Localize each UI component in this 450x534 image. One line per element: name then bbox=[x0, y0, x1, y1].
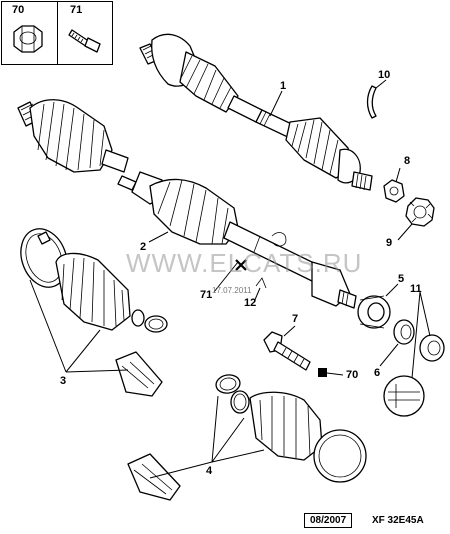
bolt bbox=[263, 331, 311, 371]
drive-shaft-upper bbox=[139, 33, 373, 191]
inset-label-70: 70 bbox=[12, 4, 25, 16]
seal bbox=[419, 334, 445, 362]
callout-9: 9 bbox=[386, 237, 392, 249]
hex-nut-icon bbox=[13, 25, 43, 53]
callout-7: 7 bbox=[292, 313, 298, 325]
leader-lines bbox=[29, 79, 431, 479]
inset-divider bbox=[57, 2, 59, 64]
callout-71: 71 bbox=[200, 289, 212, 301]
ring bbox=[393, 319, 415, 345]
nut-marker bbox=[318, 368, 327, 377]
seal-detail-circle bbox=[383, 375, 425, 417]
boot-kit-bottom bbox=[127, 374, 367, 501]
watermark: WWW.ELCATS.RU bbox=[126, 248, 363, 278]
drive-shaft-lower bbox=[17, 99, 357, 309]
callout-1: 1 bbox=[280, 80, 286, 92]
castle-nut bbox=[405, 197, 435, 227]
date-stamp: 17.07.2011 bbox=[212, 286, 252, 295]
inset-panel: 70 71 bbox=[1, 1, 113, 65]
bearing bbox=[357, 295, 391, 329]
callout-10: 10 bbox=[378, 69, 390, 81]
callout-8: 8 bbox=[404, 155, 410, 167]
hub-nut bbox=[383, 179, 405, 203]
bolt-icon bbox=[68, 29, 101, 53]
footer-ref: XF 32E45A bbox=[372, 515, 424, 526]
callout-2: 2 bbox=[140, 241, 146, 253]
callout-12: 12 bbox=[244, 297, 256, 309]
callout-6: 6 bbox=[374, 367, 380, 379]
footer-date-box: 08/2007 bbox=[304, 513, 353, 528]
callout-4: 4 bbox=[206, 465, 213, 477]
footer-date: 08/2007 bbox=[310, 515, 347, 526]
inset-label-71: 71 bbox=[70, 4, 83, 16]
callout-3: 3 bbox=[60, 375, 66, 387]
bolt-location-marker bbox=[235, 259, 247, 271]
boot-kit-left bbox=[20, 228, 168, 397]
callout-5: 5 bbox=[398, 273, 404, 285]
callout-70: 70 bbox=[346, 369, 358, 381]
callout-11: 11 bbox=[410, 283, 422, 295]
circlip bbox=[366, 85, 377, 119]
